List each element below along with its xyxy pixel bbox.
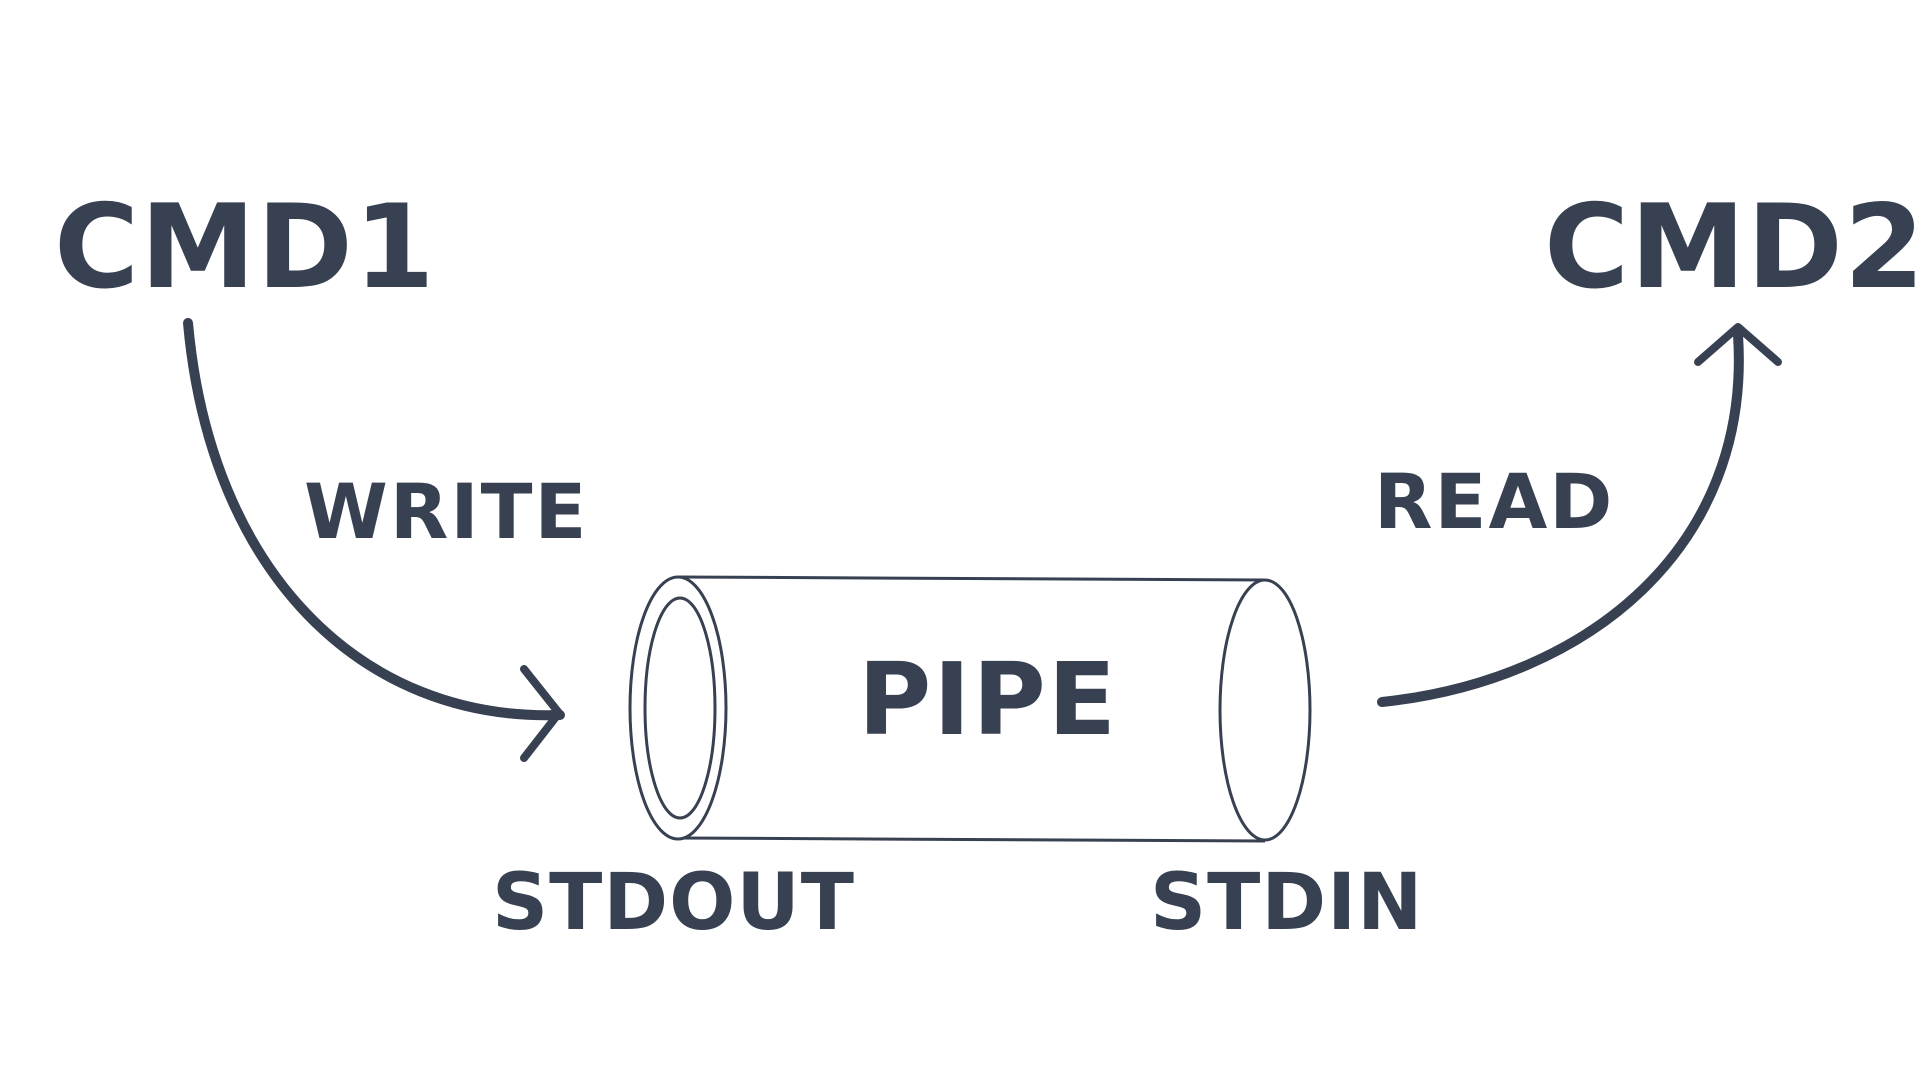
pipe-left-inner-rim	[643, 596, 717, 820]
read-arrow	[1377, 323, 1782, 707]
pipe-cylinder	[628, 575, 1312, 843]
cmd2-label: CMD2	[1544, 180, 1920, 315]
cmd1-label: CMD1	[54, 180, 436, 315]
stdout-label: STDOUT	[492, 858, 855, 948]
write-arrow-head	[520, 665, 563, 762]
pipe-label: PIPE	[858, 641, 1119, 758]
write-label: WRITE	[304, 467, 589, 556]
pipe-left-outer-rim	[628, 575, 728, 841]
write-arrow	[183, 318, 565, 762]
read-arrow-head	[1694, 323, 1782, 366]
pipe-bottom-edge	[677, 836, 1266, 843]
stdin-label: STDIN	[1150, 858, 1424, 948]
write-arrow-curve	[183, 318, 565, 721]
read-arrow-curve	[1377, 330, 1744, 707]
read-label: READ	[1374, 457, 1615, 546]
pipe-right-end	[1218, 578, 1312, 842]
pipe-top-edge	[677, 575, 1266, 582]
